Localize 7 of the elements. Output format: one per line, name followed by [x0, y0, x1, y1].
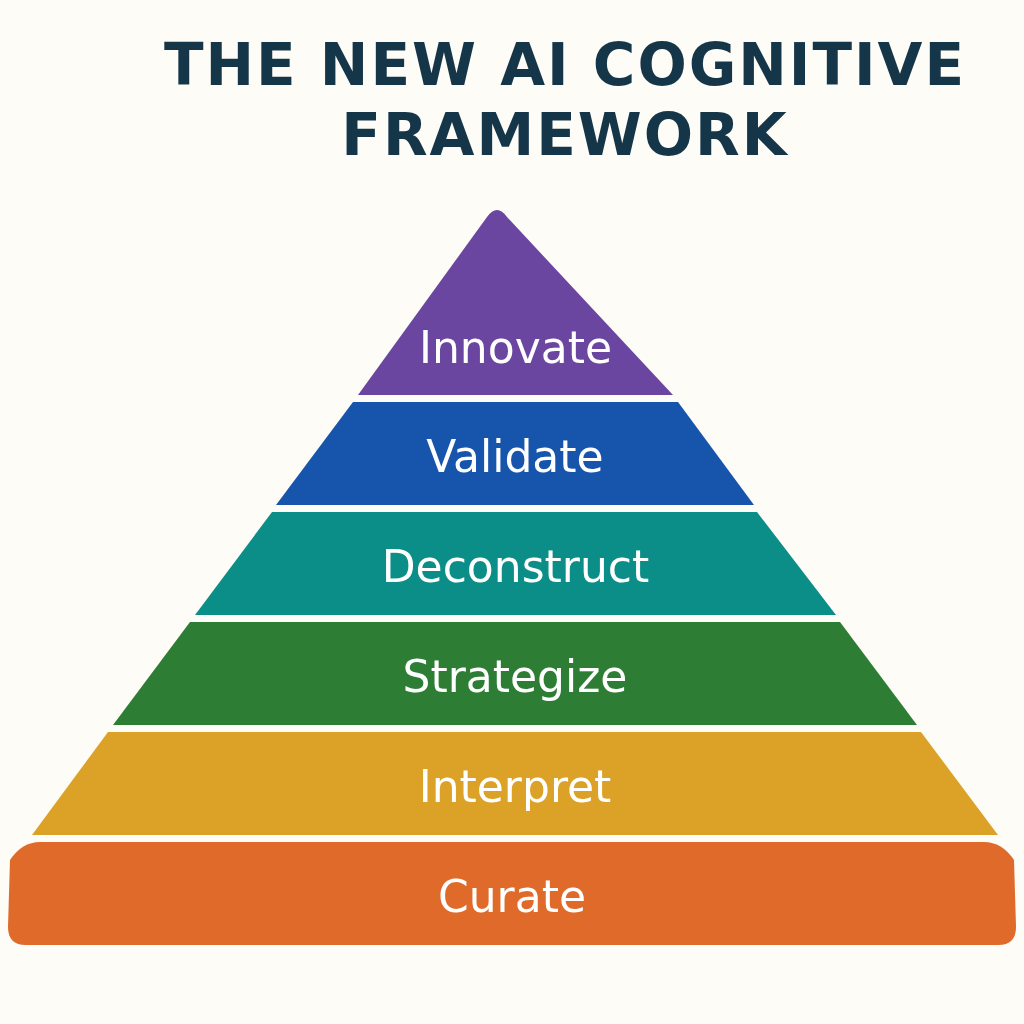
layer-label: Validate — [426, 430, 604, 482]
layer-label: Interpret — [418, 760, 612, 812]
layer-label: Innovate — [419, 322, 612, 373]
title: THE NEW AI COGNITIVE FRAMEWORK — [162, 30, 968, 170]
layer-label: Deconstruct — [381, 540, 650, 592]
layer-label: Curate — [438, 870, 586, 922]
layer-label: Strategize — [402, 650, 628, 702]
